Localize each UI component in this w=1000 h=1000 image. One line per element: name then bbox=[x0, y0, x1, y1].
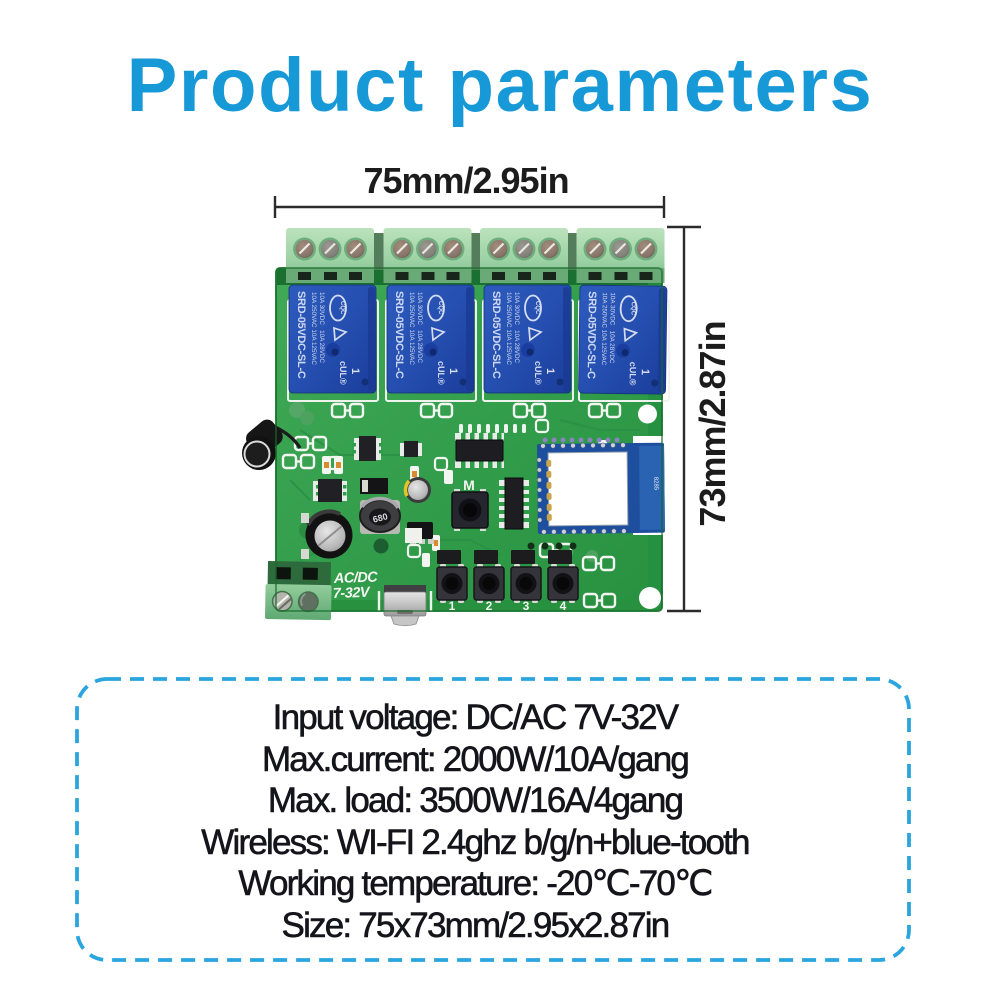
svg-text:1: 1 bbox=[449, 599, 456, 613]
svg-text:2: 2 bbox=[486, 599, 493, 613]
svg-text:3: 3 bbox=[523, 599, 530, 613]
svg-text:7-32V: 7-32V bbox=[333, 585, 372, 602]
svg-text:680: 680 bbox=[372, 511, 389, 524]
svg-text:M: M bbox=[463, 477, 475, 493]
svg-text:AC/DC: AC/DC bbox=[333, 569, 379, 587]
svg-text:4: 4 bbox=[560, 599, 567, 613]
svg-text:8285: 8285 bbox=[652, 477, 658, 491]
